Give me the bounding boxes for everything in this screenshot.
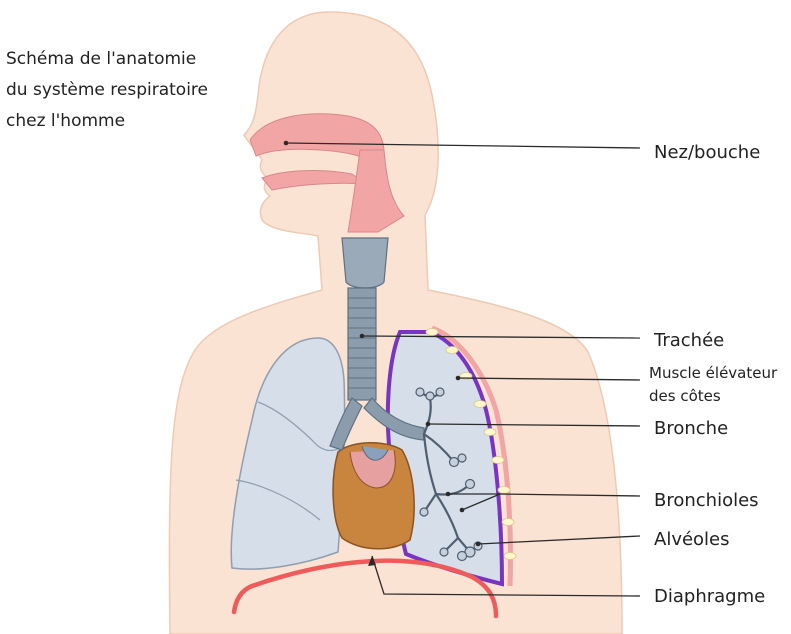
alveolus — [425, 391, 435, 401]
leader-dot — [283, 140, 289, 146]
rib-end — [497, 486, 511, 494]
alveolus — [464, 478, 476, 490]
intercostal-muscle-strip — [431, 325, 513, 587]
leader-dot — [455, 375, 461, 381]
diaphragm-curve — [231, 558, 499, 619]
alveolus — [457, 453, 467, 463]
label-trachea: Trachée — [653, 330, 724, 351]
bronchiole — [434, 492, 460, 540]
diagram-title: Schéma de l'anatomie du système respirat… — [6, 49, 208, 131]
leader-lines — [283, 140, 641, 597]
larynx-trachea — [341, 237, 389, 401]
alveolus — [456, 550, 468, 562]
title-line-1: Schéma de l'anatomie — [6, 49, 196, 69]
leader-diaphragm — [371, 555, 641, 597]
rib-end — [491, 456, 505, 464]
bronchiole — [422, 396, 432, 436]
trachea-tube — [347, 287, 377, 401]
leader-bronchioles-main — [499, 493, 641, 497]
right-lung — [230, 337, 346, 570]
label-bronchioles: Bronchioles — [654, 490, 759, 511]
label-alveoli: Alvéoles — [654, 529, 730, 550]
title-line-3: chez l'homme — [6, 111, 125, 131]
leader-dot — [459, 507, 465, 513]
pharynx — [347, 149, 405, 233]
leader-nose-mouth — [285, 142, 641, 149]
leader-bronchus — [427, 423, 641, 427]
alveoli-clusters — [415, 387, 483, 562]
rib-end — [483, 428, 497, 436]
alveolus — [415, 387, 425, 397]
leader-dot — [475, 541, 481, 547]
leader-rib-muscle — [457, 377, 641, 381]
label-rib-muscle-line-2: des côtes — [649, 387, 721, 405]
right-lung-fissure-upper — [257, 401, 343, 452]
alveolus — [439, 547, 449, 557]
rib-end — [503, 552, 517, 560]
rib-end — [445, 346, 459, 354]
alveolus — [419, 507, 429, 517]
upper-airway — [249, 113, 405, 233]
rib-end — [501, 518, 515, 526]
label-nose-mouth: Nez/bouche — [654, 142, 760, 163]
aorta — [361, 445, 389, 461]
leader-dot — [445, 491, 451, 497]
leader-trachea — [361, 335, 641, 339]
rib-end — [473, 400, 487, 408]
heart — [332, 442, 415, 550]
right-lung-shape — [230, 337, 346, 570]
alveolus — [435, 387, 445, 397]
bronchiole — [422, 432, 438, 496]
left-main-bronchus — [329, 397, 363, 451]
alveolus — [448, 456, 460, 468]
leader-alveoli — [477, 535, 641, 545]
title-line-2: du système respiratoire — [6, 80, 208, 100]
leader-diaphragm-arrow — [368, 556, 376, 566]
heart-vessels — [349, 449, 396, 489]
leader-dot — [425, 421, 431, 427]
right-lung-fissure-lower — [235, 479, 321, 521]
label-rib-muscle-line-1: Muscle élévateur — [649, 364, 778, 382]
larynx — [341, 237, 389, 289]
rib-end — [425, 328, 439, 336]
label-bronchus: Bronche — [654, 418, 728, 439]
leader-bronchioles-b — [461, 493, 501, 511]
anatomy-labels: Nez/bouche Trachée Muscle élévateur des … — [649, 142, 778, 607]
trachea-rings — [348, 297, 376, 389]
leader-dot — [359, 333, 365, 339]
label-diaphragm: Diaphragme — [654, 586, 765, 607]
left-lung — [385, 325, 517, 587]
